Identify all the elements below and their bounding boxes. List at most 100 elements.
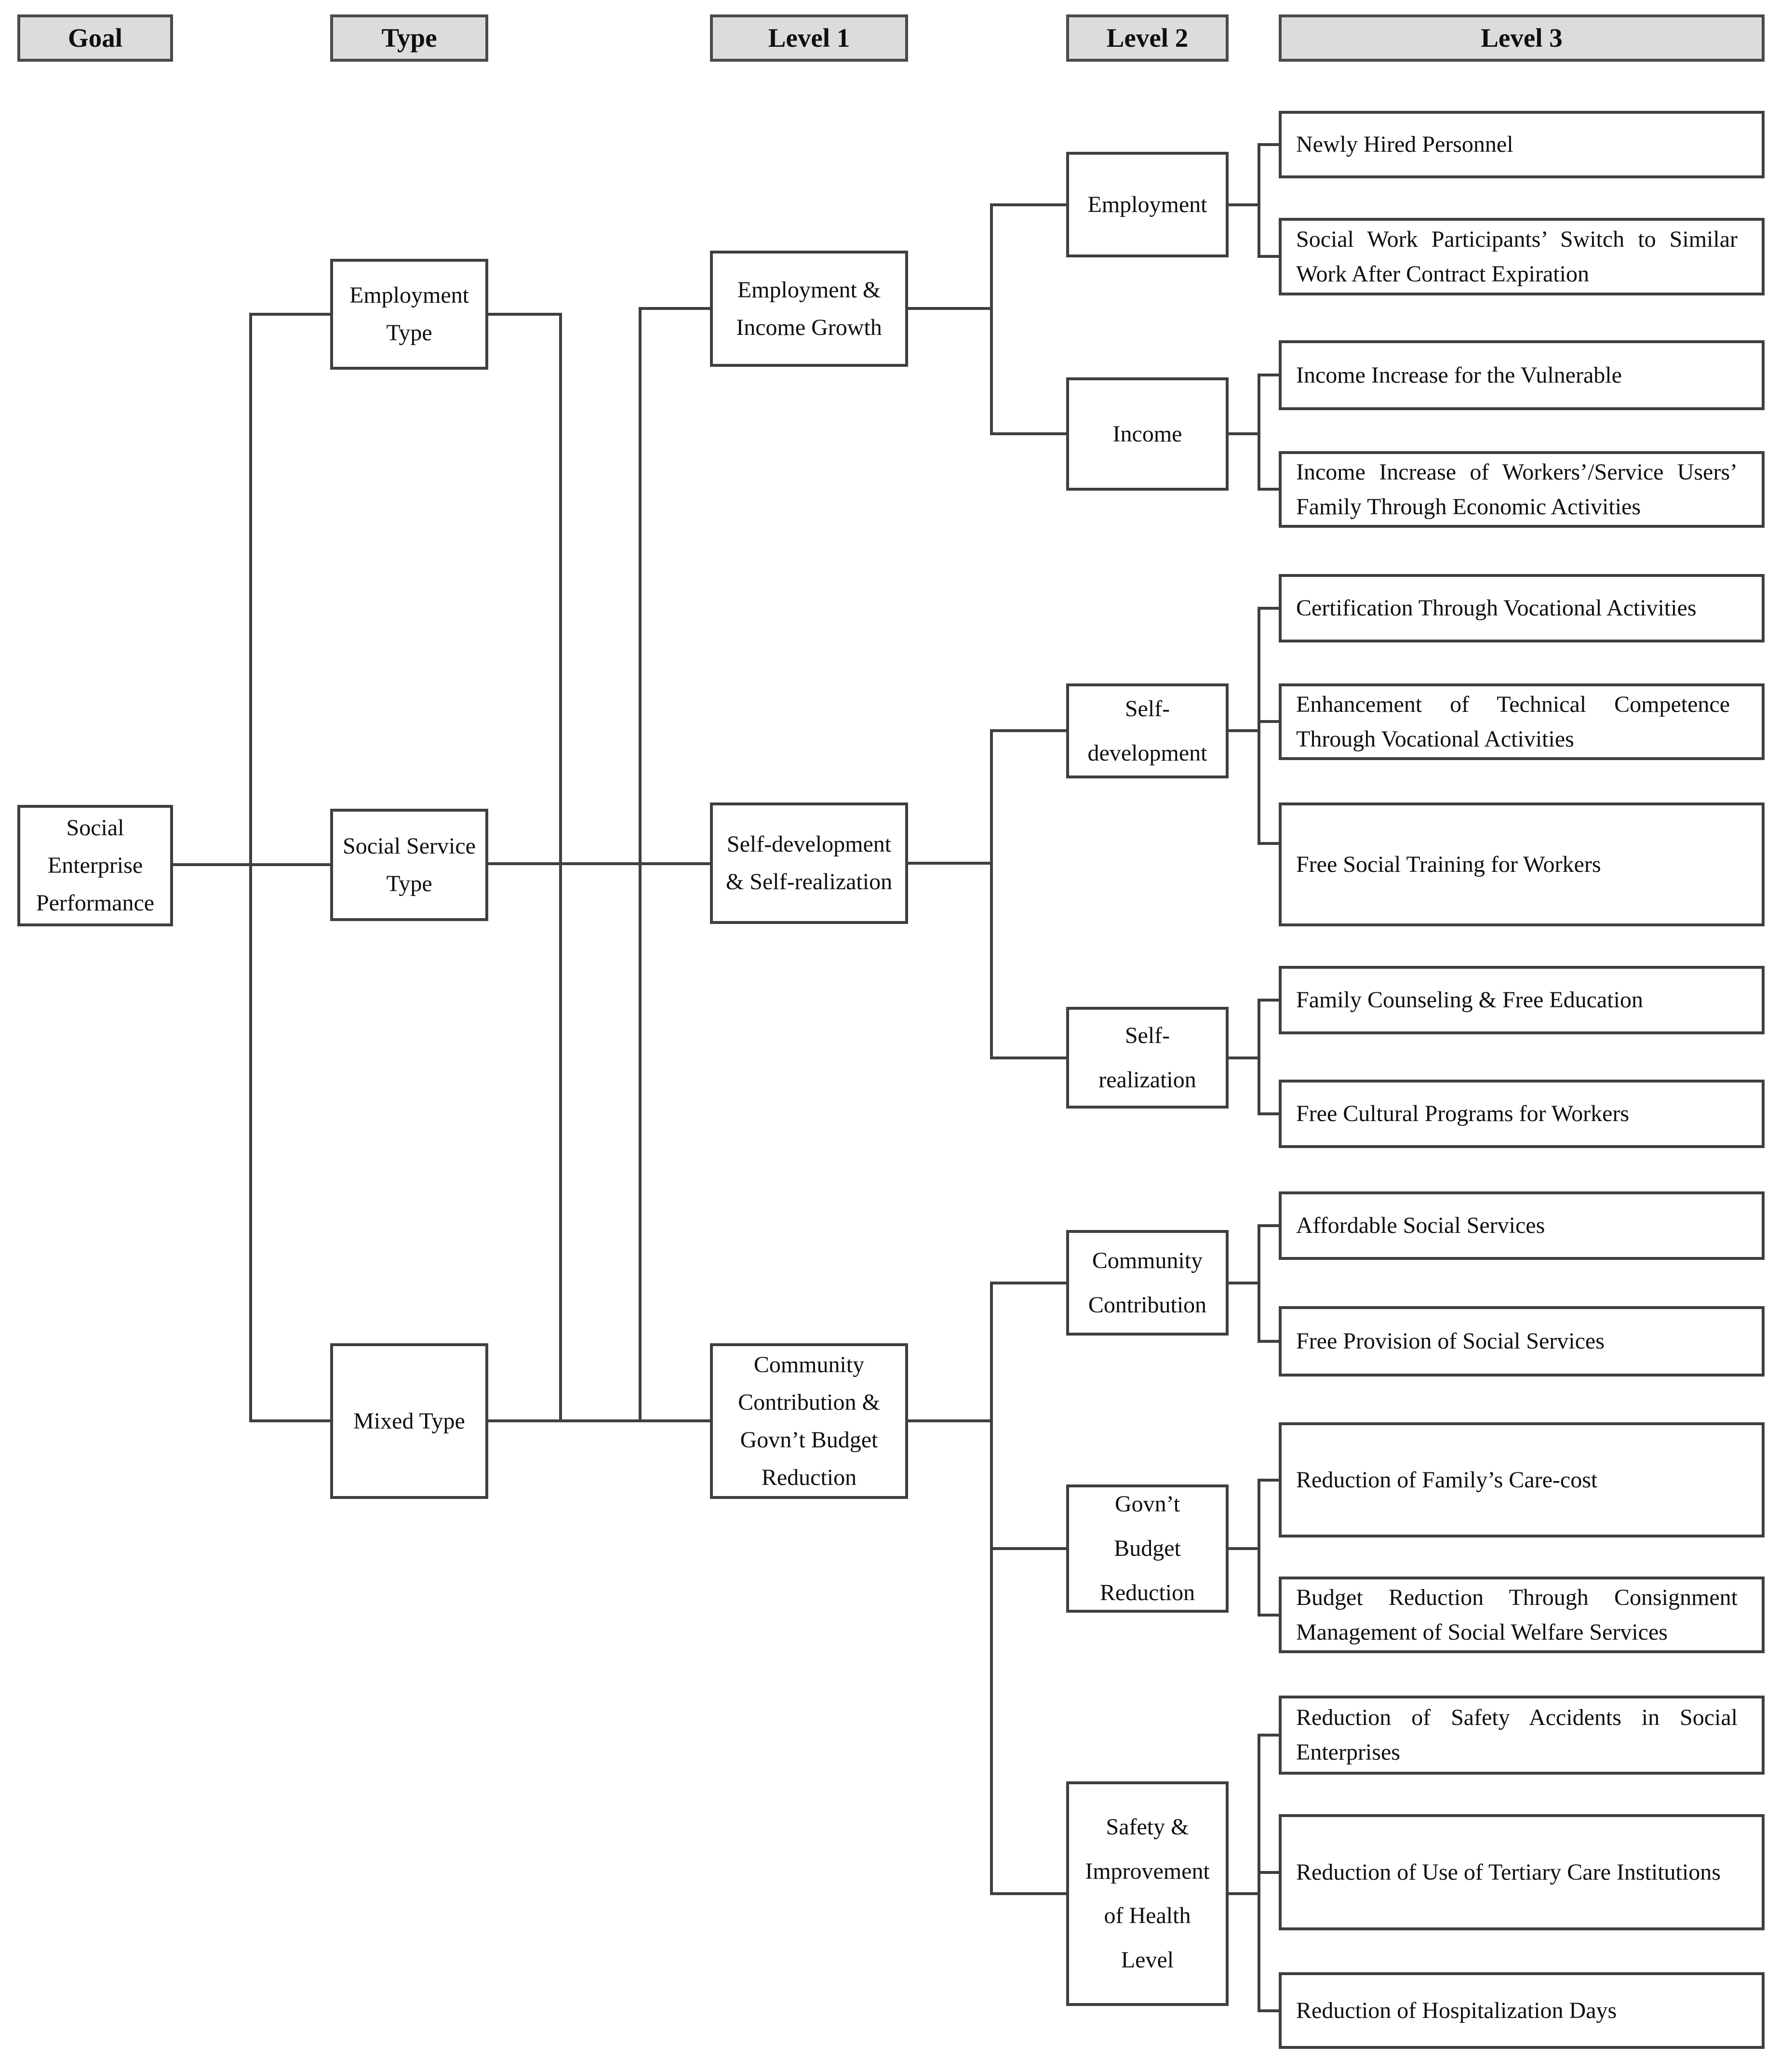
connector-selfdev-selfreal-out — [908, 862, 993, 865]
connector-bracket-selfdev-selfreal — [990, 729, 993, 1059]
leaf-free-cultural-programs-label: Free Cultural Programs for Workers — [1296, 1101, 1630, 1126]
leaf-income-increase-family-label: Income Increase of Workers’/Service User… — [1296, 459, 1738, 520]
connector-income-out — [1229, 432, 1260, 435]
node-social-service-type-label: Social Service Type — [343, 833, 476, 896]
connector-bracket-self-development — [1258, 607, 1260, 845]
connector-stub-safety — [990, 1892, 1066, 1895]
leaf-reduction-tertiary-care: Reduction of Use of Tertiary Care Instit… — [1279, 1814, 1765, 1930]
connector-stub-affordable-services — [1258, 1224, 1279, 1227]
leaf-budget-reduction-consignment-label: Budget Reduction Through Consignment Man… — [1296, 1584, 1738, 1645]
connector-self-development-out — [1229, 729, 1260, 732]
leaf-reduction-hospitalization-days: Reduction of Hospitalization Days — [1279, 1972, 1765, 2049]
node-employment-income-growth-label: Employment & Income Growth — [736, 277, 882, 340]
connector-stub-hospitalization-days — [1258, 2009, 1279, 2012]
leaf-reduction-tertiary-care-label: Reduction of Use of Tertiary Care Instit… — [1296, 1859, 1721, 1885]
leaf-social-work-participants-switch: Social Work Participants’ Switch to Simi… — [1279, 218, 1765, 295]
node-employment-label: Employment — [1087, 191, 1207, 217]
leaf-free-provision-social-services: Free Provision of Social Services — [1279, 1306, 1765, 1377]
connector-community-govnt-out — [908, 1419, 993, 1422]
header-level2-label: Level 2 — [1106, 23, 1189, 53]
connector-stub-social-work-switch — [1258, 255, 1279, 258]
node-social-service-type: Social Service Type — [330, 809, 488, 921]
connector-stub-free-provision — [1258, 1340, 1279, 1343]
connector-stub-income-family — [1258, 488, 1279, 491]
connector-stub-self-development — [990, 729, 1066, 732]
leaf-free-social-training: Free Social Training for Workers — [1279, 802, 1765, 926]
header-level3: Level 3 — [1279, 14, 1765, 62]
node-selfdev-selfreal: Self-development & Self-realization — [710, 802, 908, 924]
connector-stub-certification — [1258, 607, 1279, 610]
connector-bracket-employment — [1258, 143, 1260, 258]
leaf-free-provision-social-services-label: Free Provision of Social Services — [1296, 1328, 1605, 1354]
connector-type-stub-mixed-type — [249, 1419, 330, 1422]
leaf-reduction-safety-accidents: Reduction of Safety Accidents in Social … — [1279, 1696, 1765, 1775]
connector-bracket-community-contribution — [1258, 1224, 1260, 1343]
header-level1: Level 1 — [710, 14, 908, 62]
leaf-enhancement-technical-competence: Enhancement of Technical Competence Thro… — [1279, 683, 1765, 760]
node-govnt-budget-reduction-label: Govn’t Budget Reduction — [1099, 1491, 1195, 1605]
connector-stub-tertiary-care — [1258, 1871, 1279, 1874]
connector-stub-community-contribution — [990, 1282, 1066, 1284]
connector-stub-income-vulnerable — [1258, 374, 1279, 376]
connector-stub-employment — [990, 203, 1066, 206]
connector-stub-self-realization — [990, 1056, 1066, 1059]
node-safety-health-level: Safety & Improvement of Health Level — [1066, 1781, 1229, 2006]
header-type-label: Type — [381, 23, 437, 53]
connector-stub-free-cultural — [1258, 1112, 1279, 1115]
node-self-realization: Self-realization — [1066, 1007, 1229, 1109]
connector-type-right-rail — [559, 313, 562, 1422]
leaf-family-counseling-free-education-label: Family Counseling & Free Education — [1296, 987, 1643, 1013]
node-mixed-type-label: Mixed Type — [353, 1408, 465, 1434]
node-employment-income-growth: Employment & Income Growth — [710, 251, 908, 367]
connector-self-realization-out — [1229, 1056, 1260, 1059]
connector-safety-out — [1229, 1892, 1260, 1895]
connector-employment-type-out — [488, 313, 562, 316]
node-community-contribution-label: Community Contribution — [1088, 1247, 1207, 1318]
leaf-affordable-social-services-label: Affordable Social Services — [1296, 1213, 1545, 1238]
node-self-development: Self-development — [1066, 683, 1229, 778]
node-community-govnt-budget: Community Contribution & Govn’t Budget R… — [710, 1343, 908, 1499]
node-employment-type-label: Employment Type — [349, 282, 469, 346]
node-employment-type: Employment Type — [330, 259, 488, 370]
node-self-development-label: Self-development — [1087, 695, 1207, 766]
connector-stub-free-social-training — [1258, 842, 1279, 845]
leaf-certification-vocational-label: Certification Through Vocational Activit… — [1296, 595, 1697, 621]
header-goal-label: Goal — [67, 23, 123, 53]
connector-type-level1-bridge — [488, 862, 710, 865]
leaf-social-work-participants-switch-label: Social Work Participants’ Switch to Simi… — [1296, 226, 1738, 287]
node-income: Income — [1066, 377, 1229, 491]
connector-bracket-self-realization — [1258, 999, 1260, 1115]
connector-level1-rail — [639, 307, 642, 1422]
connector-stub-care-cost — [1258, 1479, 1279, 1482]
leaf-income-increase-vulnerable: Income Increase for the Vulnerable — [1279, 340, 1765, 410]
leaf-reduction-family-care-cost-label: Reduction of Family’s Care-cost — [1296, 1467, 1598, 1493]
node-social-enterprise-performance-label: Social Enterprise Performance — [36, 815, 155, 916]
node-income-label: Income — [1112, 421, 1182, 447]
leaf-reduction-safety-accidents-label: Reduction of Safety Accidents in Social … — [1296, 1705, 1738, 1765]
connector-employment-income-out — [908, 307, 993, 310]
leaf-income-increase-family: Income Increase of Workers’/Service User… — [1279, 451, 1765, 528]
node-safety-health-level-label: Safety & Improvement of Health Level — [1085, 1814, 1210, 1973]
leaf-enhancement-technical-competence-label: Enhancement of Technical Competence Thro… — [1296, 691, 1730, 752]
leaf-newly-hired-personnel-label: Newly Hired Personnel — [1296, 132, 1513, 157]
connector-stub-budget-consignment — [1258, 1614, 1279, 1617]
header-goal: Goal — [17, 14, 173, 62]
leaf-newly-hired-personnel: Newly Hired Personnel — [1279, 111, 1765, 178]
connector-govnt-budget-out — [1229, 1547, 1260, 1550]
connector-stub-govnt-budget — [990, 1547, 1066, 1550]
node-community-govnt-budget-label: Community Contribution & Govn’t Budget R… — [738, 1351, 880, 1490]
connector-stub-safety-accidents — [1258, 1734, 1279, 1737]
leaf-family-counseling-free-education: Family Counseling & Free Education — [1279, 966, 1765, 1034]
header-level3-label: Level 3 — [1481, 23, 1563, 53]
connector-level1-stub-employment-income — [639, 307, 710, 310]
node-employment: Employment — [1066, 152, 1229, 257]
connector-community-contribution-out — [1229, 1282, 1260, 1284]
leaf-free-social-training-label: Free Social Training for Workers — [1296, 851, 1601, 877]
header-level1-label: Level 1 — [768, 23, 850, 53]
node-self-realization-label: Self-realization — [1098, 1022, 1196, 1093]
header-type: Type — [330, 14, 488, 62]
leaf-reduction-hospitalization-days-label: Reduction of Hospitalization Days — [1296, 1997, 1617, 2023]
node-govnt-budget-reduction: Govn’t Budget Reduction — [1066, 1484, 1229, 1613]
node-selfdev-selfreal-label: Self-development & Self-realization — [725, 831, 893, 895]
